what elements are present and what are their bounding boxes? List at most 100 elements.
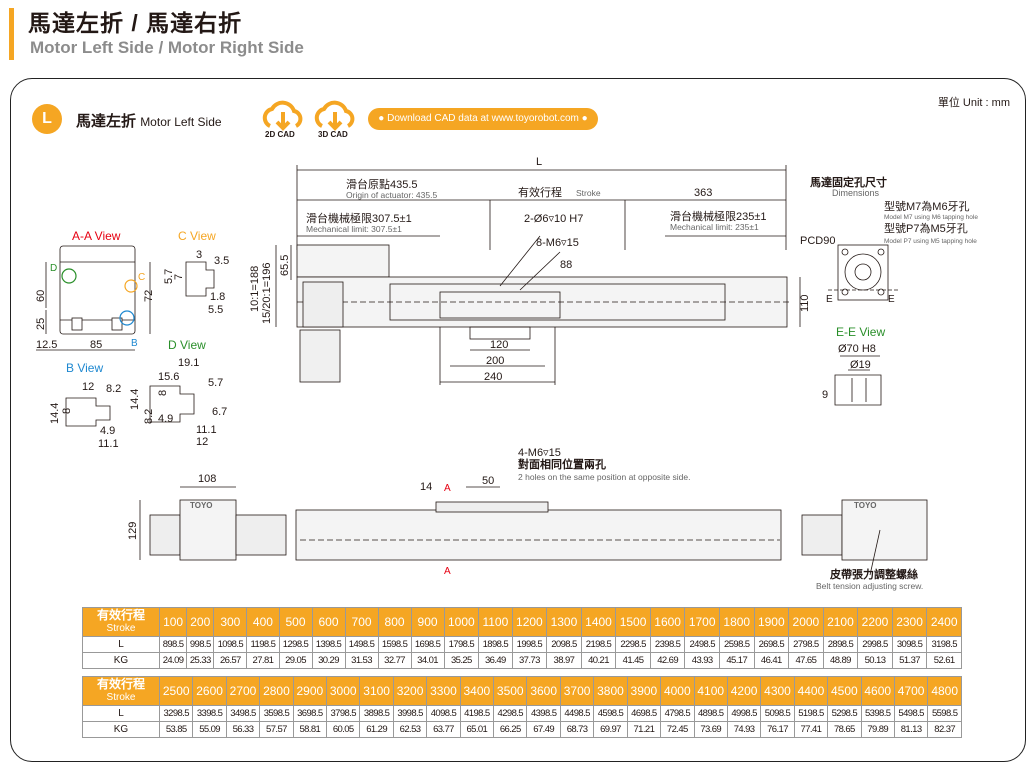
c-5-7: 5.7 [163,269,175,284]
table-cell: 74.93 [726,721,762,738]
ee-9: 9 [822,389,828,401]
d-19-1: 19.1 [178,357,199,369]
stroke-cell: 4500 [827,676,862,706]
cad-2d-label[interactable]: 2D CAD [265,130,295,139]
bot-14: 14 [420,481,432,493]
cad-3d-label[interactable]: 3D CAD [318,130,348,139]
table-cell: 1398.5 [311,636,346,653]
mech-right-en: Mechanical limit: 235±1 [670,222,759,232]
stroke-cell: 2200 [857,607,893,637]
stroke-cell: 2800 [259,676,294,706]
download-cad-link[interactable]: ● Download CAD data at www.toyorobot.com… [368,108,598,130]
cloud-download-2d-icon[interactable] [258,96,308,140]
stroke-cell: 4600 [860,676,895,706]
table-cell: 3898.5 [359,705,394,722]
table-cell: 3598.5 [259,705,294,722]
aa-85: 85 [90,339,102,351]
table-cell: 77.41 [793,721,829,738]
table-cell: 1798.5 [443,636,480,653]
table-cell: 5598.5 [927,705,962,722]
belt-cn: 皮帶張力調整螺絲 [829,567,918,581]
table-cell: 72.45 [660,721,695,738]
stroke-cell: 4400 [793,676,829,706]
table-cell: 5298.5 [827,705,862,722]
table-cell: 2698.5 [753,636,790,653]
pcd-label: PCD90 [800,235,835,247]
stroke-cell: 3700 [559,676,595,706]
stroke-cell: 700 [344,607,379,637]
table-cell: 5098.5 [760,705,795,722]
drawing-frame [10,78,1026,762]
table-cell: 2398.5 [649,636,686,653]
bot-hole: 4-M6▿15 [518,447,561,459]
d-12: 12 [196,436,208,448]
table-cell: 4098.5 [426,705,461,722]
table-cell: 1698.5 [410,636,445,653]
table-cell: 3498.5 [225,705,261,722]
table-cell: 48.89 [822,652,859,669]
table-cell: 1298.5 [278,636,313,653]
table-cell: 29.05 [278,652,313,669]
b-4-9: 4.9 [100,425,115,437]
dim-240: 240 [484,371,502,383]
table-cell: 56.33 [225,721,261,738]
table-cell: 26.57 [213,652,248,669]
stroke-cell: 1000 [443,607,480,637]
stroke-cell: 3400 [459,676,495,706]
stroke-cell: 2300 [891,607,928,637]
d-5-7: 5.7 [208,377,223,389]
table-cell: 4198.5 [459,705,495,722]
ee-70: Ø70 H8 [838,343,876,355]
ratio-2: 15/20:1=196 [261,263,273,324]
dim-110: 110 [799,294,811,312]
aa-12-5: 12.5 [36,339,57,351]
table-cell: 43.93 [684,652,720,669]
table-cell: 76.17 [760,721,795,738]
bot-108: 108 [198,473,216,485]
table-cell: 998.5 [186,636,215,653]
c-5-5: 5.5 [208,304,223,316]
stroke-cell: 3900 [626,676,662,706]
stroke-cell: 3300 [426,676,461,706]
table-cell: 2898.5 [822,636,859,653]
stroke-cell: 500 [278,607,313,637]
table-cell: 1098.5 [213,636,248,653]
table-cell: 4498.5 [559,705,595,722]
m7-cn: 型號M7為M6牙孔 [884,199,970,213]
table-cell: 3298.5 [158,705,194,722]
stroke-cn: 有效行程 [518,185,562,199]
table-cell: 3798.5 [326,705,361,722]
mount-title-cn: 馬達固定孔尺寸 [810,175,887,189]
table-cell: 69.97 [593,721,628,738]
section-badge: L [32,104,62,134]
stroke-cell: 300 [213,607,248,637]
table-cell: 68.73 [559,721,595,738]
b-view-label: B View [66,361,103,375]
bot-hole-en: 2 holes on the same position at opposite… [518,472,690,482]
table-cell: 35.25 [443,652,480,669]
c-3: 3 [196,249,202,261]
b-8-2: 8.2 [106,383,121,395]
dim-120: 120 [490,339,508,351]
mech-right-cn: 滑台機械極限235±1 [670,209,767,223]
row-label: KG [82,721,160,738]
table-cell: 5498.5 [893,705,929,722]
table-cell: 41.45 [615,652,651,669]
aa-72: 72 [143,290,155,302]
table-cell: 1898.5 [478,636,513,653]
cloud-download-3d-icon[interactable] [310,96,360,140]
table-cell: 4698.5 [626,705,662,722]
stroke-cell: 200 [186,607,215,637]
d-view-label: D View [168,338,206,352]
stroke-cell: 1600 [649,607,686,637]
table-cell: 4598.5 [593,705,628,722]
technical-drawing: A A A-A View C View D View D B View B C … [35,156,978,591]
aa-view-label: A-A View [72,229,121,243]
table-cell: 82.37 [927,721,962,738]
stroke-cell: 1400 [580,607,617,637]
